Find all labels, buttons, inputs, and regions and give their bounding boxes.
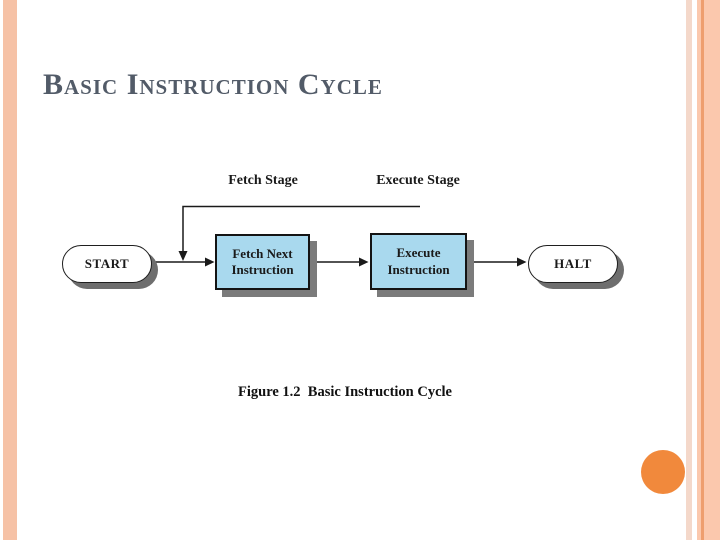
halt-label: HALT xyxy=(554,256,592,271)
execute-label-line1: Execute xyxy=(396,245,441,261)
execute-stage-label: Execute Stage xyxy=(376,173,460,188)
execute-instruction-process-node: Execute Instruction xyxy=(370,233,467,290)
start-label: START xyxy=(84,256,130,271)
fetch-label-line2: Instruction xyxy=(231,262,294,277)
slide-title: Basic Instruction Cycle xyxy=(43,68,383,101)
halt-terminal-node: HALT xyxy=(528,245,618,283)
figure-caption: Figure 1.2 Basic Instruction Cycle xyxy=(238,384,452,400)
execute-label-line2: Instruction xyxy=(387,261,450,277)
right-border-stripe-thin xyxy=(686,0,692,540)
fetch-stage-label: Fetch Stage xyxy=(228,173,298,188)
right-border-stripe-accent xyxy=(701,0,704,540)
fetch-label-line1: Fetch Next xyxy=(232,245,293,261)
accent-circle xyxy=(641,450,685,494)
right-border-stripe-block xyxy=(697,0,720,540)
start-terminal-node: START xyxy=(62,245,152,283)
left-border-stripe xyxy=(3,0,17,540)
fetch-instruction-process-node: Fetch Next Instruction xyxy=(215,234,310,290)
